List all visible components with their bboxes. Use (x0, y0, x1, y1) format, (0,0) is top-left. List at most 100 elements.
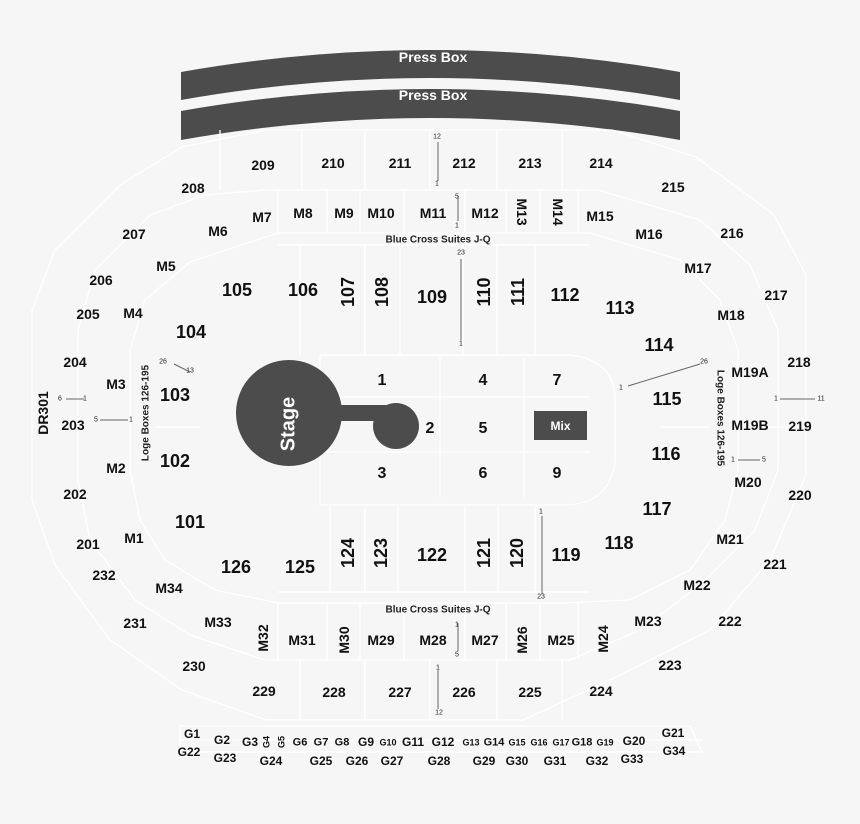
floor-section-5[interactable]: 5 (478, 420, 488, 437)
section-204[interactable]: 204 (63, 354, 87, 370)
section-114[interactable]: 114 (644, 335, 674, 355)
section-G34[interactable]: G34 (662, 744, 686, 758)
section-105[interactable]: 105 (221, 280, 253, 300)
section-G26[interactable]: G26 (345, 754, 369, 768)
section-G28[interactable]: G28 (427, 754, 451, 768)
section-218[interactable]: 218 (787, 354, 811, 370)
section-G2[interactable]: G2 (213, 733, 231, 747)
section-G18[interactable]: G18 (571, 736, 593, 749)
section-223[interactable]: 223 (658, 657, 682, 673)
section-M26[interactable]: M26 (514, 626, 530, 654)
section-109[interactable]: 109 (416, 287, 448, 307)
section-M4[interactable]: M4 (123, 305, 143, 321)
floor-section-4[interactable]: 4 (478, 372, 488, 389)
section-M6[interactable]: M6 (208, 223, 228, 239)
section-M24[interactable]: M24 (595, 625, 611, 653)
section-201[interactable]: 201 (76, 536, 100, 552)
section-M3[interactable]: M3 (106, 376, 126, 392)
section-118[interactable]: 118 (604, 533, 634, 553)
section-227[interactable]: 227 (388, 684, 412, 700)
section-125[interactable]: 125 (284, 557, 316, 577)
section-M32[interactable]: M32 (255, 624, 271, 652)
section-225[interactable]: 225 (518, 684, 542, 700)
section-M21[interactable]: M21 (716, 531, 744, 547)
section-210[interactable]: 210 (321, 155, 345, 171)
section-G4[interactable]: G4 (261, 735, 272, 749)
section-115[interactable]: 115 (652, 389, 682, 409)
section-126[interactable]: 126 (220, 557, 252, 577)
section-M15[interactable]: M15 (586, 208, 614, 224)
section-M8[interactable]: M8 (293, 205, 313, 221)
section-104[interactable]: 104 (175, 322, 207, 342)
section-G27[interactable]: G27 (380, 754, 404, 768)
section-108[interactable]: 108 (372, 276, 392, 308)
section-G20[interactable]: G20 (622, 734, 646, 748)
section-G9[interactable]: G9 (357, 735, 375, 749)
section-M14[interactable]: M14 (550, 198, 566, 226)
section-M23[interactable]: M23 (634, 613, 662, 629)
section-DR301[interactable]: DR301 (35, 391, 51, 435)
section-G30[interactable]: G30 (505, 754, 529, 768)
section-G14[interactable]: G14 (483, 736, 505, 749)
section-G16[interactable]: G16 (530, 737, 548, 748)
section-M7[interactable]: M7 (252, 209, 272, 225)
section-G15[interactable]: G15 (508, 737, 526, 748)
section-G17[interactable]: G17 (552, 737, 570, 748)
section-101[interactable]: 101 (174, 512, 206, 532)
section-G1[interactable]: G1 (183, 727, 201, 741)
section-G31[interactable]: G31 (543, 754, 567, 768)
section-123[interactable]: 123 (371, 537, 391, 569)
section-M34[interactable]: M34 (155, 580, 183, 596)
section-G3[interactable]: G3 (241, 735, 259, 749)
section-102[interactable]: 102 (159, 451, 191, 471)
section-106[interactable]: 106 (287, 280, 319, 300)
section-219[interactable]: 219 (788, 418, 812, 434)
section-110[interactable]: 110 (474, 277, 494, 307)
section-G32[interactable]: G32 (585, 754, 609, 768)
section-M19A[interactable]: M19A (731, 364, 769, 380)
section-205[interactable]: 205 (76, 306, 100, 322)
section-120[interactable]: 120 (507, 537, 527, 569)
section-G25[interactable]: G25 (309, 754, 333, 768)
section-216[interactable]: 216 (720, 225, 744, 241)
section-124[interactable]: 124 (338, 537, 358, 569)
section-M33[interactable]: M33 (204, 614, 232, 630)
section-G10[interactable]: G10 (379, 737, 397, 748)
section-202[interactable]: 202 (63, 486, 87, 502)
section-G29[interactable]: G29 (472, 754, 496, 768)
section-215[interactable]: 215 (661, 179, 685, 195)
section-M9[interactable]: M9 (334, 205, 354, 221)
section-M10[interactable]: M10 (367, 205, 395, 221)
section-214[interactable]: 214 (589, 155, 613, 171)
floor-section-9[interactable]: 9 (552, 465, 562, 482)
section-M28[interactable]: M28 (419, 632, 447, 648)
section-217[interactable]: 217 (764, 287, 788, 303)
section-229[interactable]: 229 (252, 683, 276, 699)
section-203[interactable]: 203 (61, 417, 85, 433)
section-G23[interactable]: G23 (213, 751, 237, 765)
section-208[interactable]: 208 (181, 180, 205, 196)
section-M31[interactable]: M31 (288, 632, 316, 648)
section-103[interactable]: 103 (159, 385, 191, 405)
section-G12[interactable]: G12 (431, 735, 455, 749)
section-M5[interactable]: M5 (156, 258, 176, 274)
section-G22[interactable]: G22 (177, 745, 201, 759)
section-M18[interactable]: M18 (717, 307, 745, 323)
section-220[interactable]: 220 (788, 487, 812, 503)
section-M25[interactable]: M25 (547, 632, 575, 648)
section-G33[interactable]: G33 (620, 752, 644, 766)
section-M13[interactable]: M13 (514, 198, 530, 226)
section-113[interactable]: 113 (605, 298, 635, 318)
section-M2[interactable]: M2 (106, 460, 126, 476)
floor-section-6[interactable]: 6 (478, 465, 488, 482)
section-117[interactable]: 117 (642, 499, 672, 519)
section-M1[interactable]: M1 (124, 530, 144, 546)
section-G19[interactable]: G19 (596, 737, 614, 748)
section-212[interactable]: 212 (452, 155, 476, 171)
floor-section-1[interactable]: 1 (377, 372, 387, 389)
section-M19B[interactable]: M19B (731, 417, 769, 433)
section-122[interactable]: 122 (416, 545, 448, 565)
floor-section-7[interactable]: 7 (552, 372, 562, 389)
floor-section-2[interactable]: 2 (425, 420, 435, 437)
section-M17[interactable]: M17 (684, 260, 712, 276)
